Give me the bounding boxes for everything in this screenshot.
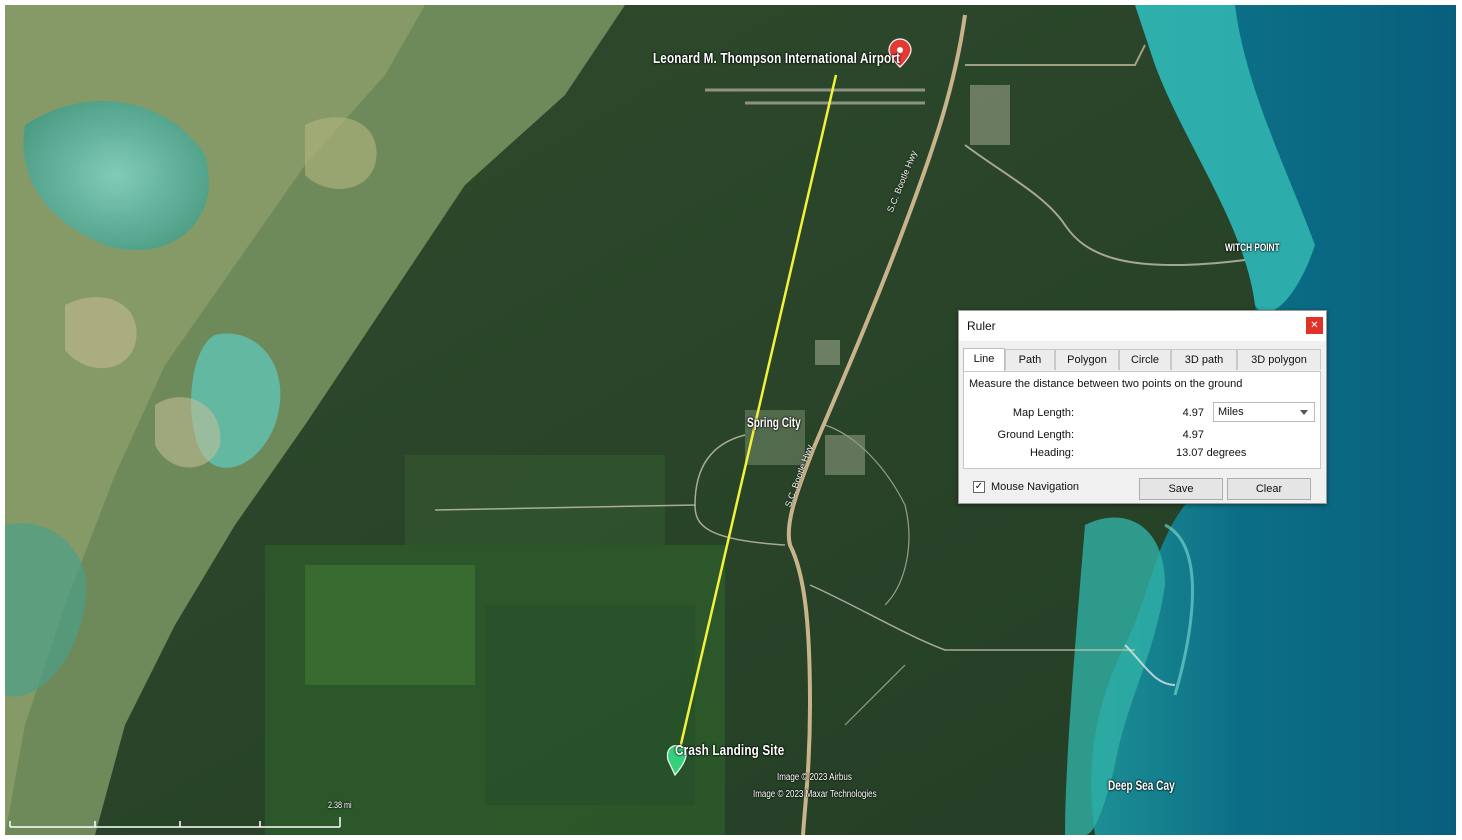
airport-pin-icon[interactable] [888, 38, 912, 68]
tab-path[interactable]: Path [1005, 349, 1055, 370]
imagery-credit-2: Image © 2023 Maxar Technologies [753, 789, 877, 800]
save-button[interactable]: Save [1139, 478, 1223, 500]
tab-3d-path[interactable]: 3D path [1171, 349, 1237, 370]
clear-button[interactable]: Clear [1227, 478, 1311, 500]
map-length-label: Map Length: [1012, 407, 1074, 419]
label-spring-city: Spring City [747, 414, 801, 430]
ruler-line-panel: Measure the distance between two points … [963, 371, 1321, 469]
tab-polygon[interactable]: Polygon [1055, 349, 1119, 370]
crash-site-pin-icon[interactable] [666, 744, 687, 777]
mouse-navigation-label: Mouse Navigation [991, 481, 1080, 493]
mouse-navigation-checkbox[interactable]: ✓ [973, 481, 985, 493]
tab-line[interactable]: Line [963, 348, 1005, 371]
ground-length-value: 4.97 [1182, 429, 1204, 441]
ruler-dialog: Ruler ✕ Line Path Polygon Circle 3D path… [958, 310, 1327, 504]
unit-select-value: Miles [1218, 406, 1244, 418]
unit-select[interactable]: Miles [1213, 402, 1315, 422]
ruler-title: Ruler [967, 319, 996, 333]
tab-3d-polygon[interactable]: 3D polygon [1237, 349, 1321, 370]
close-icon[interactable]: ✕ [1306, 317, 1323, 334]
heading-label: Heading: [1029, 447, 1074, 459]
label-airport: Leonard M. Thompson International Airpor… [653, 50, 901, 67]
heading-value: 13.07 degrees [1176, 447, 1247, 459]
chevron-down-icon [1300, 410, 1308, 415]
scale-bar-label: 2.38 mi [328, 800, 352, 810]
measure-line [673, 74, 838, 771]
label-witch-point: WITCH POINT [1225, 242, 1280, 254]
label-crash-site: Crash Landing Site [675, 742, 785, 759]
tab-circle[interactable]: Circle [1119, 349, 1171, 370]
map-length-value: 4.97 [1182, 407, 1204, 419]
ground-length-label: Ground Length: [997, 429, 1074, 441]
ruler-titlebar[interactable]: Ruler ✕ [959, 311, 1326, 341]
label-deep-sea-cay: Deep Sea Cay [1108, 777, 1175, 793]
ruler-description: Measure the distance between two points … [969, 378, 1243, 390]
imagery-credit-1: Image © 2023 Airbus [777, 772, 852, 783]
